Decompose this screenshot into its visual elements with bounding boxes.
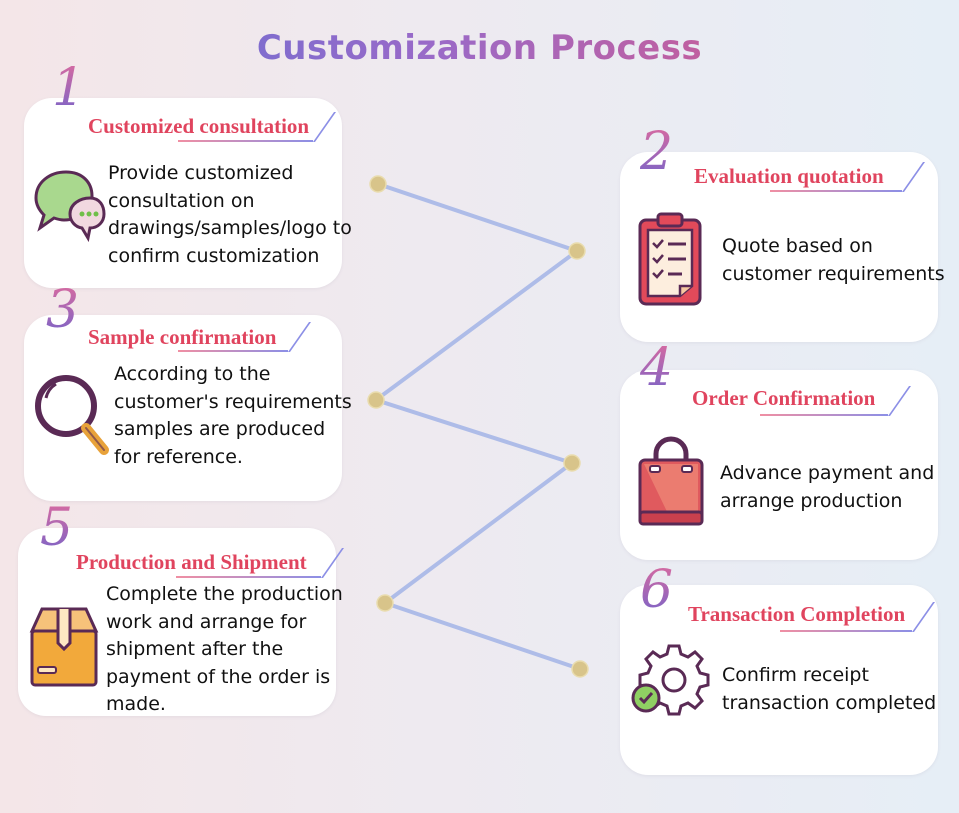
- step-2-description: Quote based on customer requirements: [722, 235, 945, 285]
- connector-dot-6: [571, 660, 589, 678]
- gear-check-icon: [630, 640, 710, 724]
- chat-bubbles-icon: [30, 168, 106, 252]
- connector-dot-4: [563, 454, 581, 472]
- step-5-title: Production and Shipment: [76, 550, 307, 574]
- step-2-number: 2: [640, 122, 674, 182]
- step-1-title: Customized consultation: [88, 114, 310, 138]
- step-6-number: 6: [640, 560, 674, 620]
- step-5-underline: [176, 576, 321, 578]
- step-2-underline: [770, 190, 902, 192]
- package-box-icon: [28, 603, 100, 693]
- magnifier-icon: [34, 372, 110, 468]
- connector-dot-1: [369, 175, 387, 193]
- connector-dot-5: [376, 594, 394, 612]
- step-5-description: Complete the production work and arrange…: [106, 583, 343, 715]
- clipboard-checklist-icon: [636, 212, 704, 312]
- connector-dot-2: [568, 242, 586, 260]
- step-6-description: Confirm receipt transaction completed: [722, 664, 937, 714]
- step-3-title: Sample confirmation: [88, 325, 277, 349]
- step-5-number: 5: [40, 498, 74, 558]
- connector-line: [374, 182, 581, 671]
- shopping-bag-icon: [636, 436, 706, 534]
- page-title: Customization Process: [0, 28, 959, 68]
- connector-dot-3: [367, 391, 385, 409]
- step-3-description: According to the customer's requirements…: [114, 363, 352, 468]
- step-4-description: Advance payment and arrange production: [720, 462, 935, 512]
- step-4-title: Order Confirmation: [692, 386, 876, 410]
- step-4-number: 4: [640, 338, 674, 398]
- step-3-number: 3: [46, 280, 80, 340]
- step-4-underline: [760, 414, 888, 416]
- step-2-title: Evaluation quotation: [694, 164, 884, 188]
- step-3-underline: [178, 350, 288, 352]
- step-6-title: Transaction Completion: [688, 602, 906, 626]
- step-1-underline: [178, 140, 313, 142]
- step-1-number: 1: [52, 58, 86, 118]
- step-1-description: Provide customized consultation on drawi…: [108, 162, 352, 267]
- step-6-underline: [780, 630, 912, 632]
